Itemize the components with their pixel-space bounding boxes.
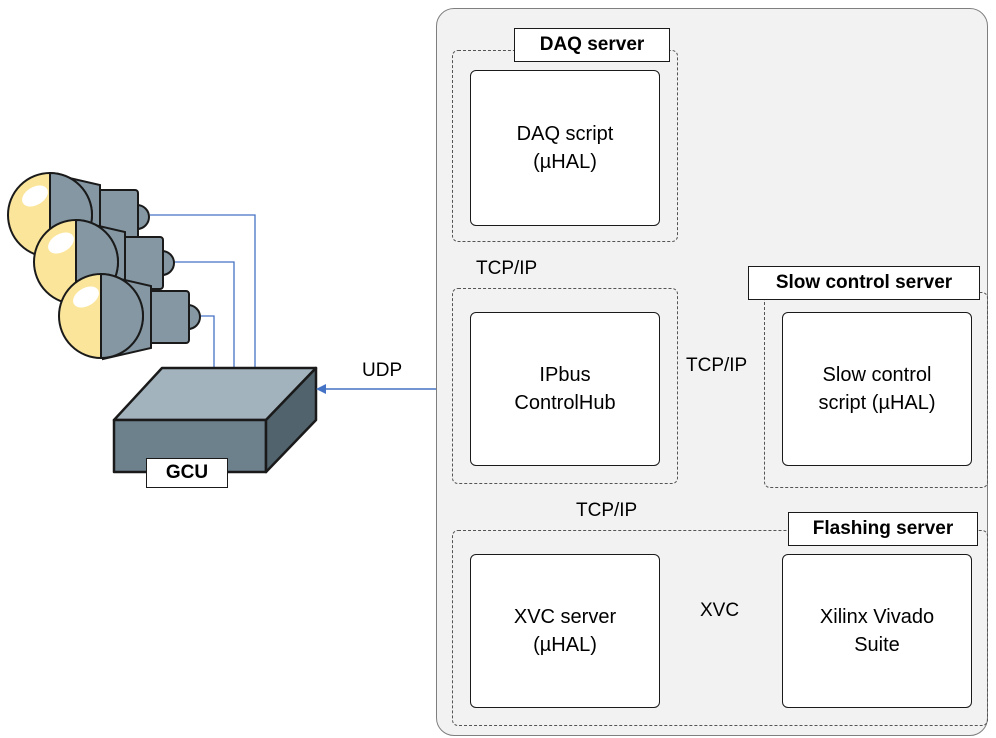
tcpip-slow-control-label: TCP/IP — [686, 355, 748, 376]
controlhub-line2: ControlHub — [514, 392, 616, 414]
gcu-label: GCU — [146, 458, 228, 488]
daq-script-box[interactable]: DAQ script (µHAL) — [470, 70, 660, 226]
xvc-server-line2: (µHAL) — [533, 634, 597, 656]
xvc-server-line1: XVC server — [513, 606, 617, 628]
tcpip-daq-label: TCP/IP — [476, 258, 538, 279]
udp-label: UDP — [362, 360, 403, 381]
vivado-line2: Suite — [854, 634, 900, 656]
ipbus-controlhub-box[interactable]: IPbus ControlHub — [470, 312, 660, 466]
flashing-server-title: Flashing server — [788, 512, 978, 546]
flashing-server-group — [452, 530, 988, 726]
xilinx-vivado-box[interactable]: Xilinx Vivado Suite — [782, 554, 972, 708]
controlhub-line1: IPbus — [539, 364, 591, 386]
tcpip-flashing-label: TCP/IP — [576, 500, 638, 521]
controlhub-group — [452, 288, 678, 484]
slow-control-line2: script (µHAL) — [818, 392, 936, 414]
xvc-server-box[interactable]: XVC server (µHAL) — [470, 554, 660, 708]
xvc-link-label: XVC — [700, 600, 740, 621]
pmt-wires — [150, 214, 256, 368]
daq-script-line1: DAQ script — [516, 123, 614, 145]
daq-script-line2: (µHAL) — [533, 151, 597, 173]
pmt-icon — [58, 272, 201, 361]
gcu-device-icon — [112, 366, 318, 474]
vivado-line1: Xilinx Vivado — [819, 606, 935, 628]
slow-control-line1: Slow control — [822, 364, 932, 386]
slow-control-server-title: Slow control server — [748, 266, 980, 300]
slow-control-script-box[interactable]: Slow control script (µHAL) — [782, 312, 972, 466]
daq-server-title: DAQ server — [514, 28, 670, 62]
